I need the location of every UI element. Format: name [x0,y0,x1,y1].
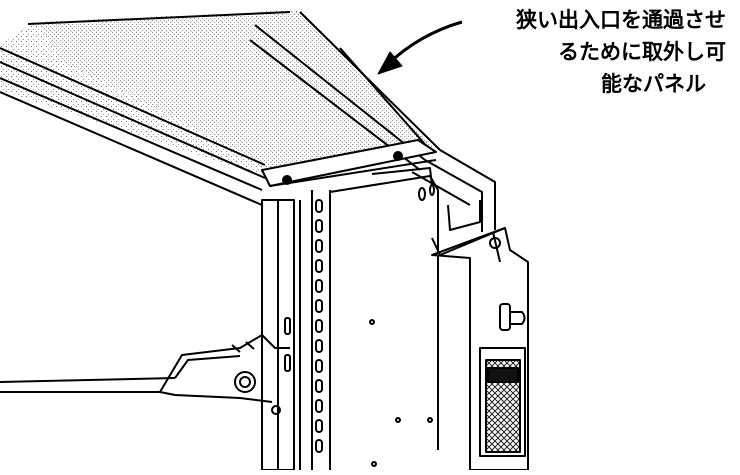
ventilation-grille [479,347,526,457]
top-panel [0,10,440,180]
left-roof-rail [0,11,291,206]
side-wall-panel [329,167,439,467]
slotted-post [311,190,331,470]
callout-arrow [377,20,463,75]
callout-line-2: るために取外し可 [558,40,726,64]
door-latch [499,303,526,331]
left-post [261,199,301,471]
callout-line-3: 能なパネル [601,72,706,96]
right-door-panel [431,200,529,471]
front-crossbar [261,139,437,187]
callout-line-1: 狭い出入口を通過させ [516,8,726,32]
shelf-rail [0,334,290,403]
